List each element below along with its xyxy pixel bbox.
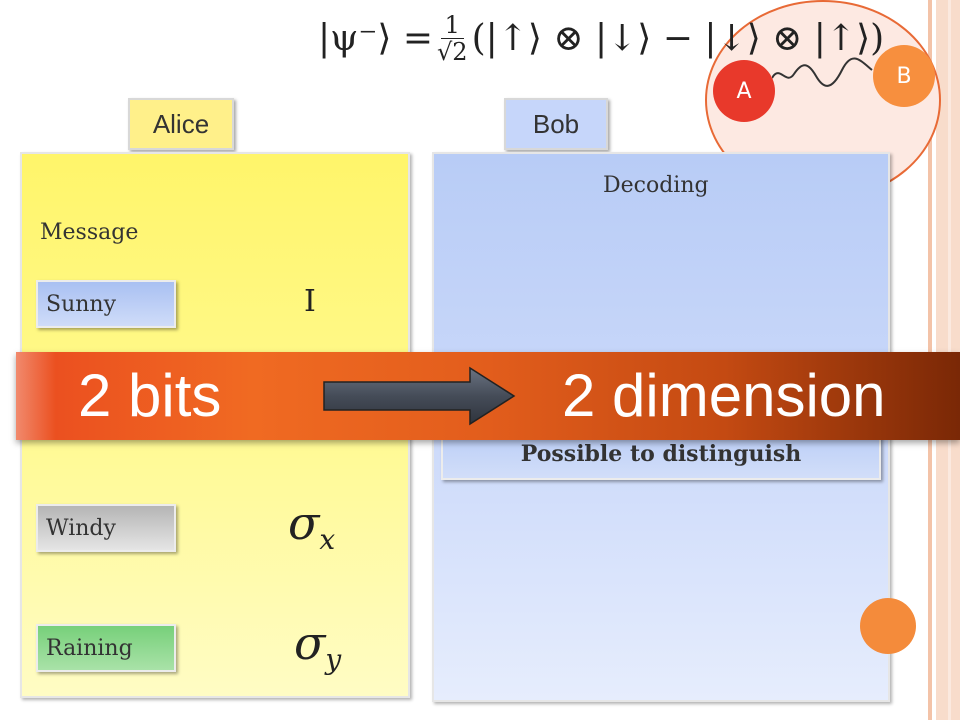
bob-label: Bob — [504, 98, 608, 150]
identity-operator: I — [304, 284, 316, 319]
sigma-y-subscript: y — [325, 643, 342, 677]
banner-highlight — [16, 352, 56, 440]
alice-label: Alice — [128, 98, 234, 150]
fraction-denominator: √2 — [437, 38, 468, 67]
message-option-windy: Windy — [36, 504, 176, 552]
banner-right-text: 2 dimension — [562, 362, 886, 429]
fraction-numerator: 1 — [440, 12, 464, 40]
message-label: Message — [40, 220, 139, 245]
particle-a: A — [713, 60, 775, 122]
sigma-x-subscript: x — [319, 523, 336, 557]
message-option-raining: Raining — [36, 624, 176, 672]
banner-left-text: 2 bits — [78, 362, 222, 429]
right-arrow-icon — [323, 366, 516, 426]
decoding-label: Decoding — [603, 173, 709, 198]
equation-lhs: |ψ⁻⟩ = — [318, 18, 434, 60]
sigma-x-operator: σx — [288, 496, 335, 556]
entanglement-link — [772, 57, 873, 87]
sigma-x-symbol: σ — [288, 496, 320, 550]
sigma-y-operator: σy — [294, 616, 341, 676]
equation-fraction: 1 √2 — [437, 12, 468, 66]
bell-state-equation: |ψ⁻⟩ = 1 √2 (|↑⟩ ⊗ |↓⟩ − |↓⟩ ⊗ |↑⟩) — [318, 12, 884, 66]
sigma-y-symbol: σ — [294, 616, 326, 670]
message-option-sunny: Sunny — [36, 280, 176, 328]
particle-b: B — [873, 45, 935, 107]
equation-rhs: (|↑⟩ ⊗ |↓⟩ − |↓⟩ ⊗ |↑⟩) — [471, 18, 885, 60]
decorative-dot — [860, 598, 916, 654]
